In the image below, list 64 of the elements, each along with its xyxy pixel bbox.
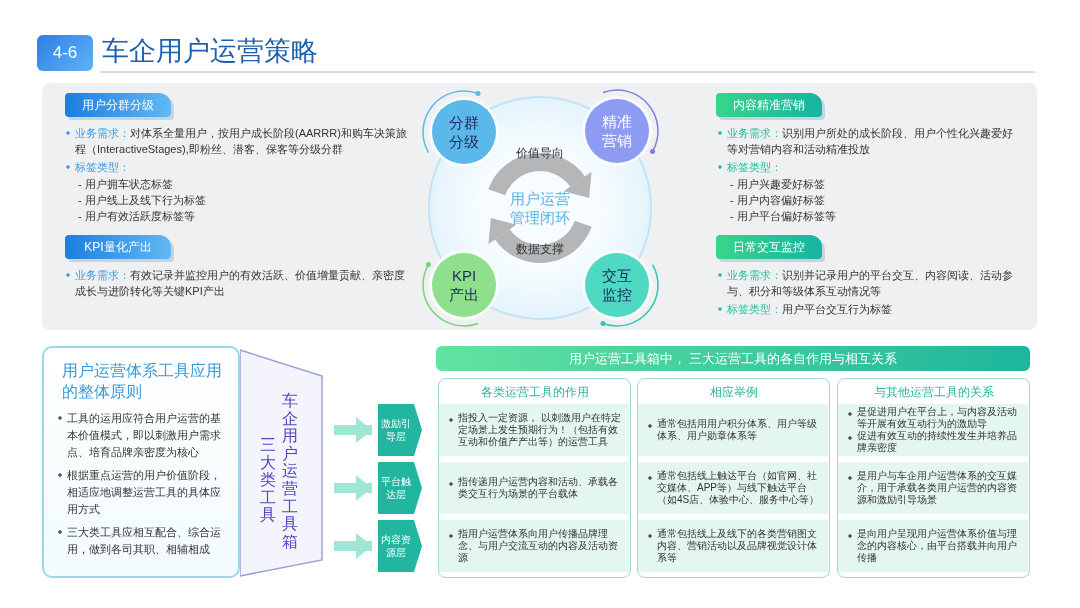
tag-list-item: - 用户拥车状态标签 <box>78 177 174 192</box>
tag-title: 日常交互监控 <box>733 238 805 256</box>
arrow <box>334 417 372 443</box>
tag-list-item: - 用户兴趣爱好标签 <box>730 177 826 192</box>
layer-tag <box>378 520 422 572</box>
circle-label: 精准营销 <box>601 112 633 150</box>
table-cell <box>638 520 828 572</box>
tag-badge <box>65 93 171 117</box>
header-bar <box>436 346 1030 371</box>
layer-label: 平台触达层 <box>381 475 411 501</box>
cell-text: 指投入一定资源， 以刺激用户在特定定场景上发生预期行为！（包括有效互动和价值产产出等）的运营工具 <box>447 412 621 448</box>
cell-text: 通常包括用用户积分体系、用户等级体系、用户勋章体系等 <box>646 418 820 442</box>
tag-badge <box>716 93 822 117</box>
layer-tag <box>378 404 422 456</box>
header-title: 用户运营工具箱中， 三大运营工具的各自作用与相互关系 <box>568 349 898 368</box>
panel-heading: 用户运营体系工具应用的整体原则 <box>62 361 223 402</box>
cell-text: 通常包括线上及线下的各类营销图文内容、营销活动以及品牌视觉设计体系等 <box>646 528 820 564</box>
layer-label: 激励引导层 <box>381 417 411 443</box>
cell-text: 是向用户呈现用户运营体系价值与理念的内容核心，由平台搭载并向用户传播 <box>846 528 1020 564</box>
vertical-title: 车企用户运营工具箱 <box>282 392 298 551</box>
hub-label: 用户运营管理闭环 <box>509 189 571 227</box>
tag-badge <box>716 235 822 259</box>
circle-label: KPI产出 <box>448 266 480 304</box>
table-cell <box>439 462 629 514</box>
tag-badge <box>65 235 171 259</box>
cycle-label: 价值导向 <box>515 145 565 162</box>
cell-text: 是促进用户在平台上，与内容及活动等开展有效互动行为的激励导 <box>846 406 1020 430</box>
tag-title: KPI量化产出 <box>84 238 152 256</box>
tag-list-item: - 用户有效活跃度标签等 <box>78 209 196 224</box>
table-cell <box>439 404 629 456</box>
layer-tag <box>378 462 422 514</box>
cycle-label: 数据支撑 <box>515 241 565 258</box>
table-cell <box>638 404 828 456</box>
table-cell <box>838 404 1028 456</box>
column-heading: 与其他运营工具的关系 <box>872 384 995 401</box>
tag-list-item: - 用户线上及线下行为标签 <box>78 193 207 208</box>
cell-text: 指传递用户运营内容和活动、承载各类交互行为场景的平台载体 <box>447 476 621 500</box>
cell-text: 通常包括线上触达平台（如官网、社交媒体、APP等）与线下触达平台（如4S店、体验中心、服务中心等） <box>646 470 820 506</box>
principle-panel <box>42 346 240 578</box>
tag-title: 内容精准营销 <box>733 96 805 114</box>
page-title: 车企用户运营策略 <box>102 35 318 68</box>
column-heading: 各类运营工具的作用 <box>479 384 590 401</box>
table-cell <box>439 520 629 572</box>
table-cell <box>838 462 1028 514</box>
column-heading: 相应举例 <box>708 384 759 401</box>
arrow <box>334 533 372 559</box>
tag-list-item: - 用户平台偏好标签等 <box>730 209 837 224</box>
tag-list-item: - 用户内容偏好标签 <box>730 193 826 208</box>
table-cell <box>838 520 1028 572</box>
arrow <box>334 475 372 501</box>
cell-text: 促进有效互动的持续性发生并培养品牌亲密度 <box>846 430 1020 454</box>
section-number-badge: 4-6 <box>37 35 93 71</box>
cell-text: 指用户运营体系向用户传播品牌理念、与用户交流互动的内容及活动资源 <box>447 528 621 564</box>
layer-label: 内容资源层 <box>381 533 411 559</box>
circle-label: 分群分级 <box>448 113 480 151</box>
tag-title: 用户分群分级 <box>82 96 154 114</box>
table-cell <box>638 462 828 514</box>
circle-label: 交互监控 <box>601 266 633 304</box>
cell-text: 是用户与车企用户运营体系的交互媒介，用于承载各类用户运营的内容资源和激励引导场景 <box>846 470 1020 506</box>
vertical-title: 三大类工具 <box>260 436 276 524</box>
bullet-text: 业务需求：对体系全量用户，按用户成长阶段(AARRR)和购车决策旅程（InteractiveStages),即粉丝、潜客、保客等分级分群 <box>64 125 409 157</box>
table-column <box>637 378 830 578</box>
table-column <box>837 378 1030 578</box>
table-column <box>438 378 631 578</box>
